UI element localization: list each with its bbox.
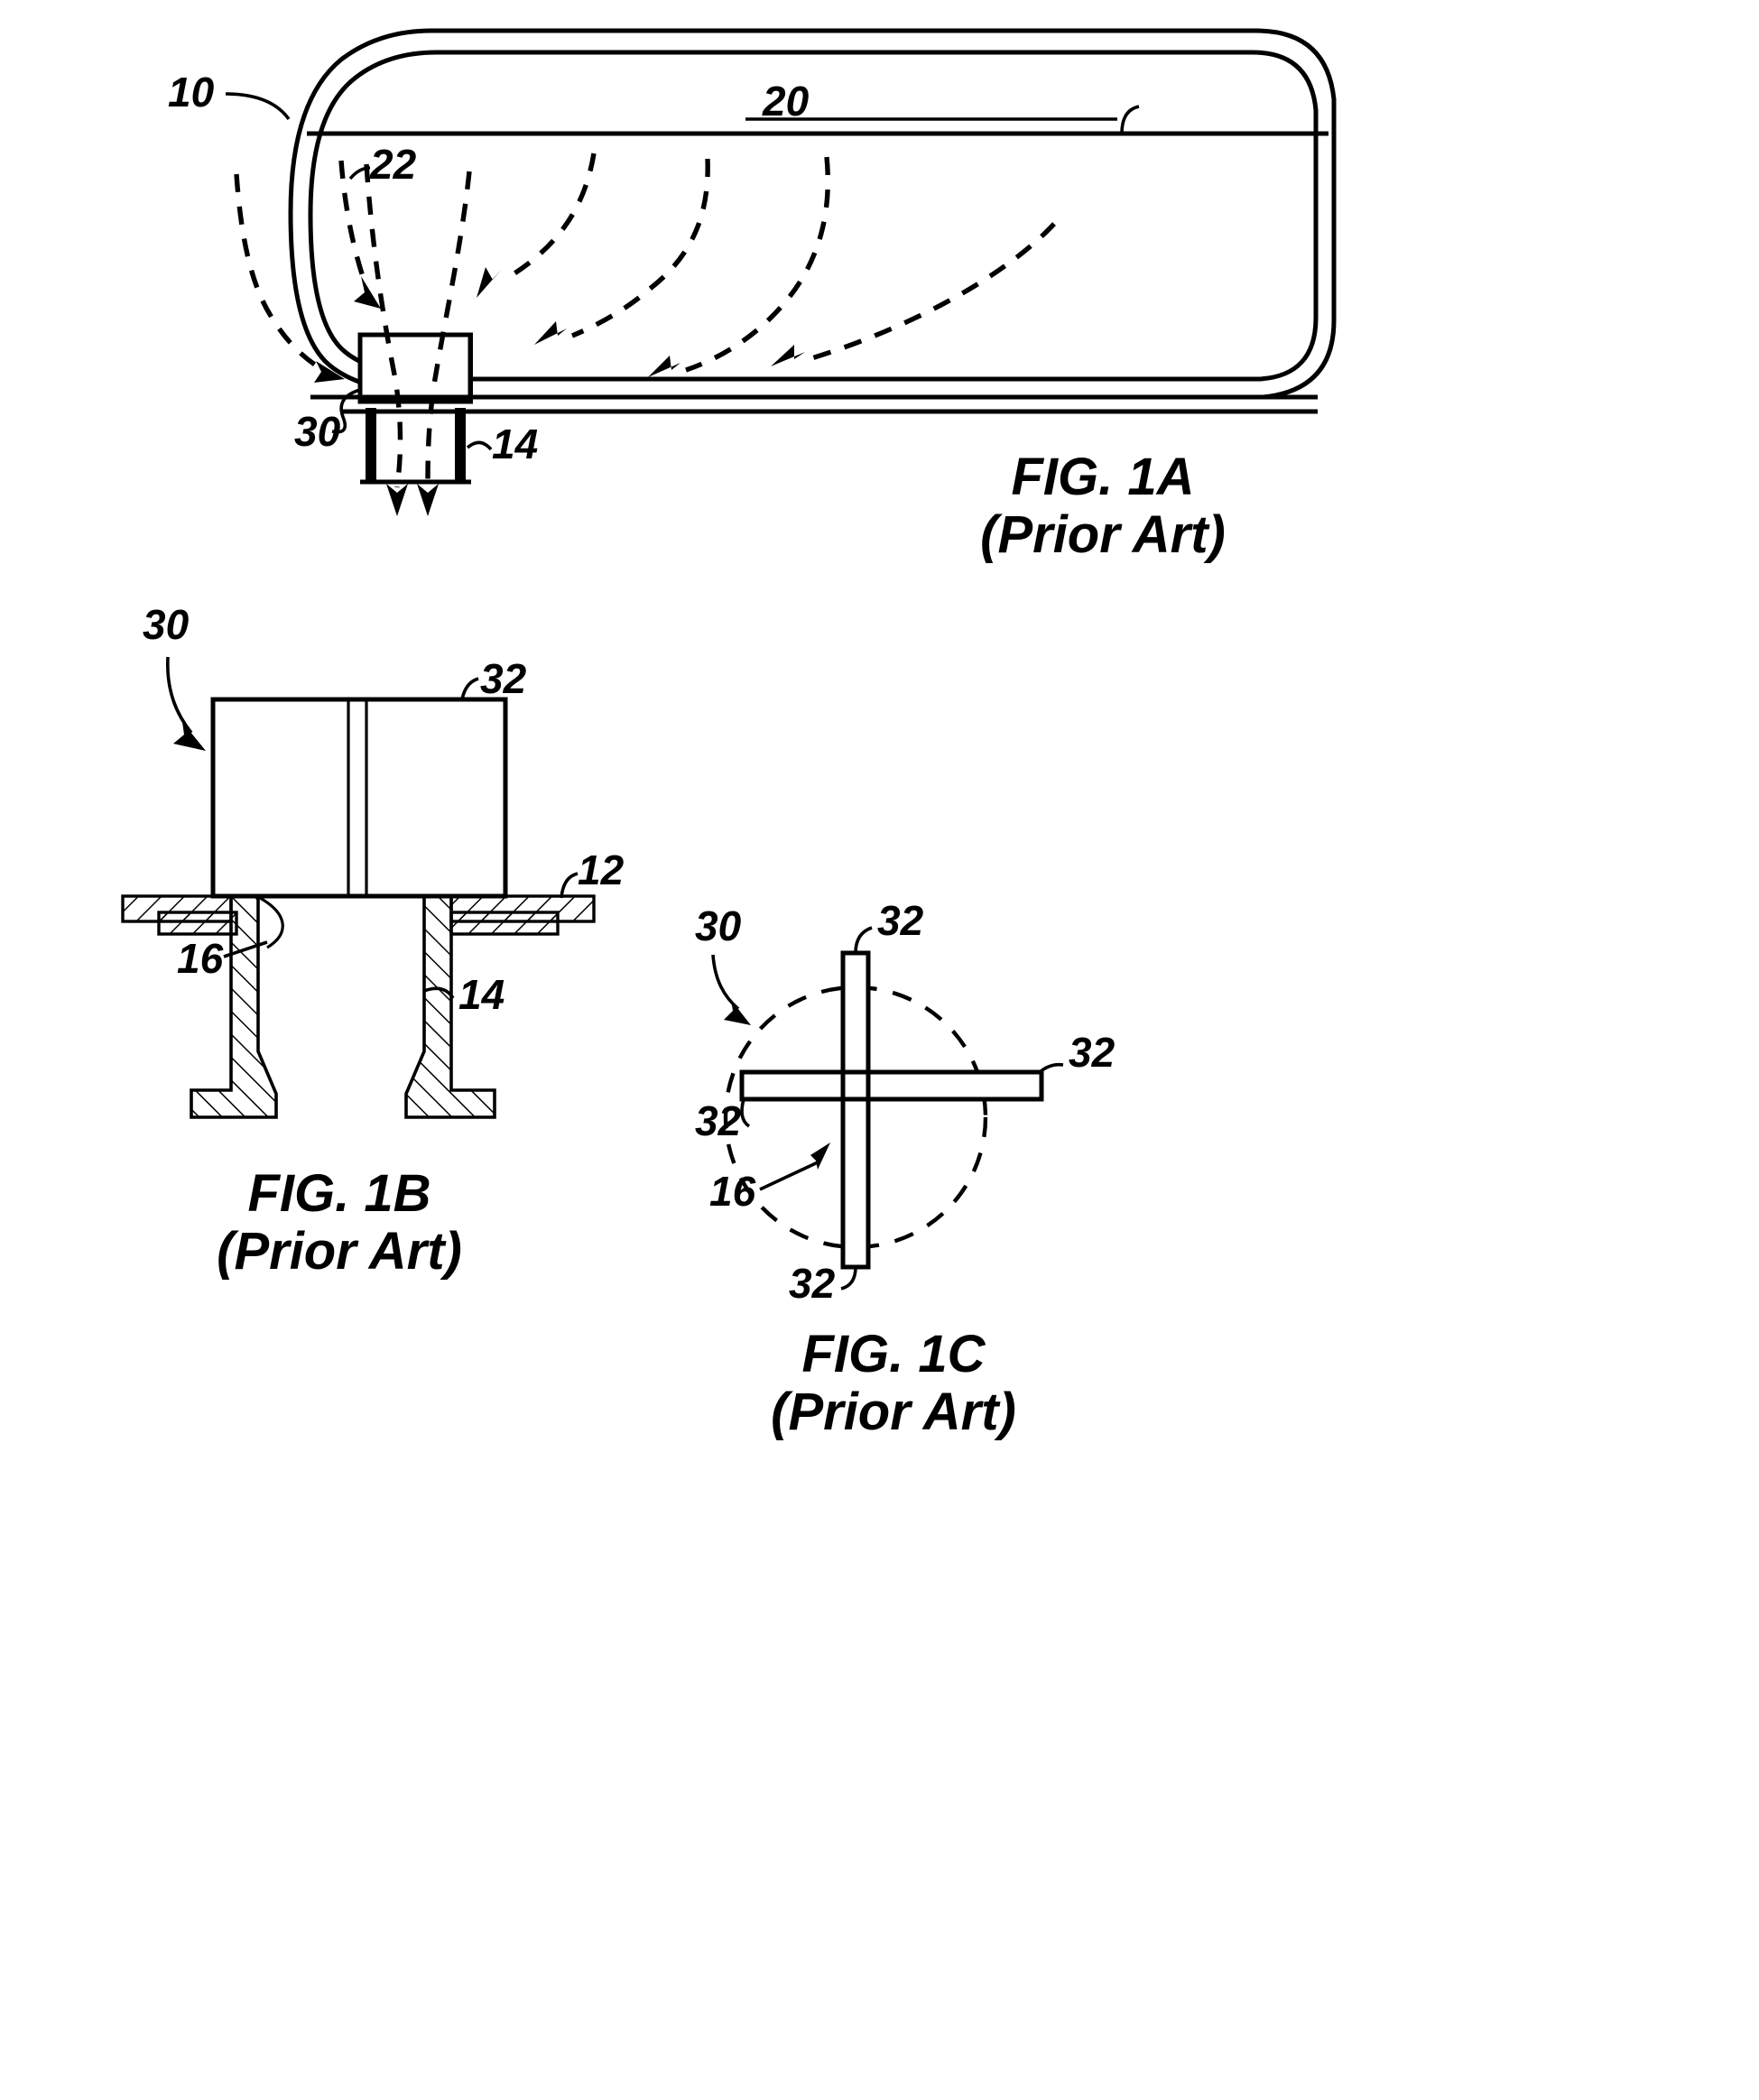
figure-1b: 30 32 12 16 14 FIG. 1B (Prior Art) bbox=[121, 601, 625, 1281]
lead-line-12b bbox=[560, 872, 579, 899]
ref-numeral-32b: 32 bbox=[480, 655, 527, 702]
tank-shell-outer bbox=[288, 28, 1337, 400]
vortex-breaker-outline bbox=[357, 332, 473, 404]
nozzle-opening-circle bbox=[723, 985, 988, 1250]
ref-numeral-30a: 30 bbox=[294, 408, 341, 455]
streamline-3 bbox=[505, 153, 597, 281]
streamline-arrow-4 bbox=[534, 321, 567, 345]
lead-arrowhead-16c bbox=[810, 1143, 830, 1170]
ref-numeral-22: 22 bbox=[369, 141, 417, 188]
lead-arrowhead-30b bbox=[173, 722, 206, 751]
nozzle-wall-right bbox=[404, 894, 496, 1119]
tank-floor-plate-right-lower bbox=[449, 911, 560, 936]
lead-line-22 bbox=[348, 166, 371, 180]
lead-line-30a bbox=[331, 388, 361, 434]
ref-numeral-32c-top: 32 bbox=[877, 897, 924, 944]
tank-shell-inner bbox=[308, 50, 1319, 382]
outlet-arrow-left bbox=[386, 484, 408, 516]
lead-line-32c-bottom bbox=[840, 1266, 857, 1291]
lead-line-16b bbox=[223, 940, 268, 958]
nozzle-wall-left bbox=[190, 894, 278, 1119]
streamline-arrow-2 bbox=[354, 276, 381, 309]
ref-numeral-20: 20 bbox=[762, 78, 810, 125]
ref-numeral-14b: 14 bbox=[458, 971, 505, 1018]
ref-numeral-12b: 12 bbox=[578, 846, 625, 893]
streamline-arrow-5 bbox=[648, 356, 680, 377]
tank-floor-plate-left-lower bbox=[157, 911, 238, 936]
figure-1a: 10 20 bbox=[168, 28, 1337, 564]
lead-line-14b bbox=[423, 986, 455, 1000]
lead-line-10 bbox=[225, 92, 291, 121]
streamline-arrow-6 bbox=[771, 345, 805, 366]
fig1a-caption-subtitle: (Prior Art) bbox=[980, 505, 1226, 564]
ref-numeral-30b: 30 bbox=[143, 601, 190, 648]
lead-line-20 bbox=[1120, 105, 1140, 134]
outlet-arrow-right bbox=[417, 484, 439, 516]
outlet-streamline-left bbox=[364, 163, 403, 488]
lead-line-32c-right bbox=[1038, 1062, 1064, 1074]
ref-numeral-10: 10 bbox=[168, 69, 215, 116]
lead-line-14a bbox=[466, 440, 493, 451]
fig1c-caption-title: FIG. 1C bbox=[801, 1325, 986, 1383]
figure-1c: 30 32 32 32 16 32 FIG. 1C (Prior Art) bbox=[695, 897, 1116, 1441]
streamline-1 bbox=[234, 173, 325, 373]
vortex-breaker-body bbox=[210, 697, 508, 899]
ref-numeral-32c-left: 32 bbox=[695, 1097, 742, 1144]
ref-numeral-30c: 30 bbox=[695, 902, 742, 949]
streamline-arrow-3 bbox=[477, 267, 502, 298]
lead-line-16c bbox=[759, 1161, 819, 1191]
streamline-arrow-1 bbox=[314, 361, 345, 383]
fig1b-caption-subtitle: (Prior Art) bbox=[217, 1222, 462, 1281]
streamline-4 bbox=[570, 158, 710, 338]
vortex-plate-horizontal bbox=[739, 1069, 1044, 1102]
lead-line-32c-top bbox=[854, 926, 873, 954]
streamline-2 bbox=[338, 160, 369, 288]
ref-numeral-14a: 14 bbox=[492, 421, 538, 467]
lead-line-32c-left bbox=[740, 1098, 751, 1128]
ref-numeral-16c: 16 bbox=[709, 1168, 756, 1215]
vortex-plate-vertical bbox=[840, 950, 871, 1270]
fig1b-caption-title: FIG. 1B bbox=[247, 1164, 430, 1223]
fig1a-caption-title: FIG. 1A bbox=[1011, 448, 1194, 506]
outlet-nozzle-wall-left bbox=[366, 408, 376, 482]
lead-line-32b bbox=[460, 677, 479, 700]
lead-arrow-30b bbox=[166, 656, 193, 735]
lead-arrowhead-30c bbox=[724, 1000, 751, 1025]
ref-numeral-32c-bottom: 32 bbox=[789, 1260, 836, 1307]
streamline-6 bbox=[808, 222, 1056, 362]
streamline-5 bbox=[685, 156, 831, 373]
ref-numeral-32c-right: 32 bbox=[1069, 1029, 1116, 1076]
nozzle-opening-curve bbox=[259, 896, 284, 949]
outlet-nozzle-wall-right bbox=[455, 408, 466, 482]
fig1c-caption-subtitle: (Prior Art) bbox=[771, 1383, 1016, 1441]
ref-numeral-16b: 16 bbox=[177, 935, 224, 982]
